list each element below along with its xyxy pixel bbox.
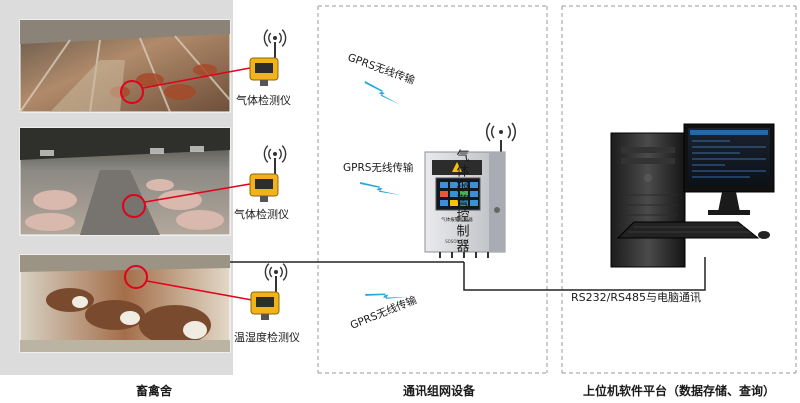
alarm-controller: 气体报警控制器 SOSON TOE: [424, 122, 516, 258]
controller-panel-title: 气体报警控制器: [441, 216, 473, 223]
section-title-network: 通讯组网设备: [403, 383, 476, 398]
sensor-point-2: [122, 194, 146, 218]
pc-tower: [610, 132, 686, 268]
sensor-point-1: [120, 80, 144, 104]
pig-house-photo: [19, 127, 231, 236]
sensor-label-3: 温湿度检测仪: [234, 330, 300, 344]
cattle-house-photo: [19, 254, 231, 353]
mouse: [758, 231, 770, 239]
section-title-barn: 畜禽舍: [136, 383, 173, 398]
leader-line-3: [146, 280, 253, 301]
leader-line-1: [142, 67, 251, 89]
leader-line-2: [144, 183, 251, 203]
rs485-label: RS232/RS485与电脑通讯: [571, 291, 701, 304]
sensor-device-2: [249, 145, 287, 202]
monitor-stand: [718, 192, 740, 212]
controller-label: 气体报警控制器: [454, 148, 470, 254]
controller-brand: SOSON TOE: [445, 239, 469, 244]
sensor-label-1: 气体检测仪: [236, 93, 291, 107]
sensor-label-2: 气体检测仪: [234, 207, 289, 221]
warning-triangle-icon: [452, 162, 462, 172]
sensor-point-3: [124, 265, 148, 289]
chicken-house-photo: [19, 19, 231, 113]
antenna-icon: [263, 145, 287, 176]
antenna-icon: [264, 263, 288, 294]
sensor-device-3: [250, 263, 288, 320]
cable-glands: [439, 252, 489, 258]
section-title-platform: 上位机软件平台（数据存储、查询）: [583, 383, 775, 398]
lightning-icon-3: [365, 293, 408, 299]
lightning-icon-1: [364, 81, 401, 105]
rs485-wire: [463, 257, 706, 291]
screen-tiles: [440, 182, 478, 206]
computer: [610, 123, 775, 268]
wireless-label-1: GPRS无线传输: [346, 51, 417, 87]
controller-antenna: [486, 122, 516, 160]
antenna-icon: [263, 29, 287, 60]
keyboard: [616, 221, 760, 239]
controller-lock: [494, 207, 500, 213]
wireless-label-2: GPRS无线传输: [343, 161, 414, 174]
monitor-screen: [688, 128, 770, 186]
wireless-label-3: GPRS无线传输: [348, 293, 419, 332]
sensor-device-1: [249, 29, 287, 86]
lightning-icon-2: [360, 182, 402, 196]
